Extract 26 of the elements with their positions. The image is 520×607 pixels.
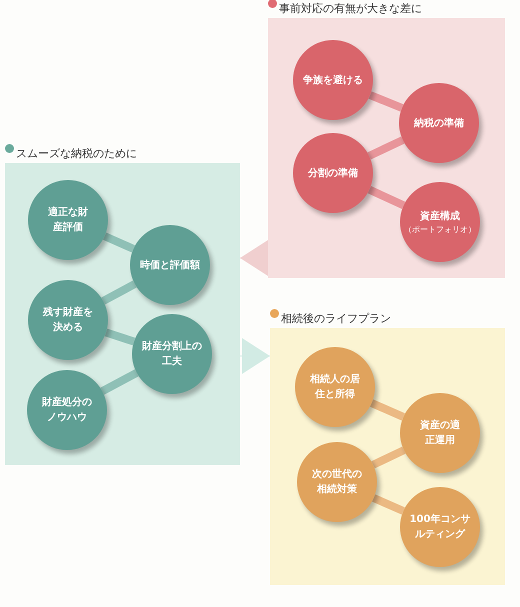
pointer-arrow — [240, 338, 270, 374]
connector-line — [371, 446, 406, 468]
connector-line — [102, 232, 136, 253]
topic-label: 残す財産を決める — [42, 305, 94, 335]
topic-label: 次の世代の相続対策 — [311, 468, 363, 497]
section-heading: スムーズな納税のために — [16, 147, 137, 161]
connector-line — [100, 369, 139, 395]
topic-label: 資産構成 — [419, 209, 461, 224]
topic-label: 争族を避ける — [302, 74, 364, 88]
topic-label: 時価と評価額 — [139, 258, 201, 272]
topic-label: 相続人の居住と所得 — [309, 372, 361, 402]
topic-label: （ポートフォリオ） — [404, 224, 476, 235]
topic-label: 財産分割上の工夫 — [141, 339, 203, 369]
topic-label: 分割の準備 — [306, 166, 359, 180]
connector-line — [372, 494, 405, 515]
topic-label: 財産処分のノウハウ — [41, 395, 93, 425]
topic-label: 納税の準備 — [413, 116, 465, 130]
section-heading: 相続後のライフプラン — [281, 312, 391, 326]
topic-label: 100年コンサルティング — [408, 512, 472, 542]
section-heading: 事前対応の有無が大きな差に — [279, 2, 422, 16]
pointer-arrow — [240, 240, 268, 276]
topic-label: 適正な財産評価 — [47, 205, 89, 235]
connector-line — [367, 136, 405, 160]
connector-line — [104, 328, 136, 346]
connector-line — [101, 280, 137, 305]
topic-label: 資産の適正運用 — [419, 418, 461, 448]
